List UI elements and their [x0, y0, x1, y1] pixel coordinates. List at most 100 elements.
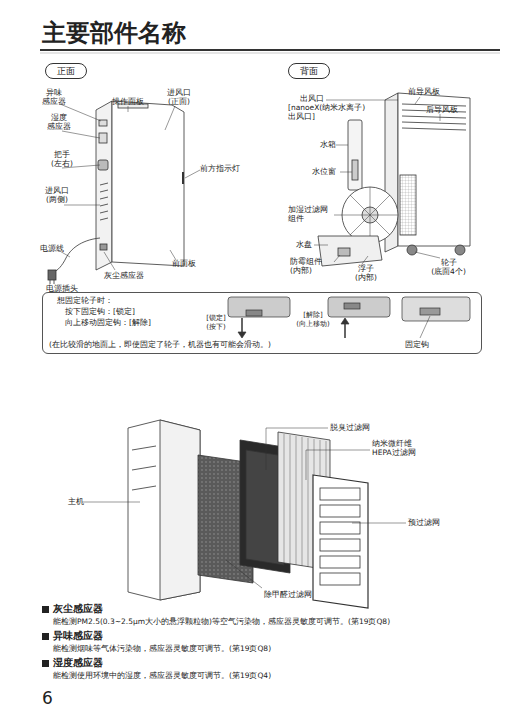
part-name: 除甲醛过滤网	[264, 590, 324, 599]
filter-exploded-view	[132, 466, 156, 470]
front-unit	[48, 270, 56, 280]
node-text: 正面	[46, 66, 86, 77]
wheel-hook-illustration	[228, 297, 290, 317]
wheel-hook-illustration	[344, 322, 346, 338]
part-name: [nanoeX(纳米水离子) 出风口]	[288, 103, 380, 122]
sensor-description: 能检测PM2.5(0.3~2.5μm大小的悬浮颗粒物)等空气污染物，感应器灵敏度…	[53, 617, 513, 626]
leader-line	[415, 97, 420, 104]
wheel-hook-illustration	[241, 318, 243, 334]
leader-line	[266, 428, 328, 470]
front-unit	[100, 197, 108, 199]
wheel-hook-illustration	[344, 303, 360, 309]
front-unit	[50, 280, 51, 284]
leader-line	[334, 255, 340, 262]
leader-line	[62, 131, 100, 138]
part-name: 异味 感应器	[40, 88, 68, 107]
back-unit	[348, 120, 362, 190]
back-unit	[455, 245, 465, 255]
page-title: 主要部件名称	[42, 18, 186, 48]
part-name: 纳米微纤维 HEPA过滤网	[372, 439, 434, 458]
part-name: 主机	[68, 497, 88, 506]
leader-line	[440, 114, 441, 121]
back-unit	[402, 128, 466, 130]
node-text: 背面	[289, 66, 329, 77]
filter-exploded-view	[320, 573, 360, 585]
back-unit	[318, 93, 470, 266]
filter-exploded-view	[320, 522, 360, 534]
sensor-description: 能检测使用环境中的湿度，感应器灵敏度可调节。(第19页Q4)	[53, 671, 513, 680]
part-name: 电源线	[40, 244, 70, 253]
front-unit	[112, 101, 184, 266]
leader-line	[128, 106, 129, 112]
back-unit	[338, 248, 350, 256]
leader-line	[165, 106, 175, 130]
wheel-hook-illustration	[238, 332, 246, 338]
wheel-hook-illustration	[246, 310, 262, 316]
front-unit	[100, 211, 108, 213]
sensor-heading: 灰尘感应器	[53, 603, 153, 616]
front-unit	[99, 133, 107, 143]
filter-exploded-view	[313, 475, 368, 608]
node-text: (在比较滑的地面上，即使固定了轮子，机器也有可能会滑动。)	[49, 340, 389, 349]
title-rule	[40, 49, 500, 51]
note-box: 想固定轮子时： 按下固定钩：[锁定] 向上移动固定钩：[解除][锁定] (按下) [解…	[42, 292, 482, 354]
part-name: 加湿过滤网 组件	[288, 205, 333, 224]
leader-line	[185, 170, 200, 178]
part-name: 湿度 感应器	[45, 113, 73, 132]
filter-exploded-view	[320, 539, 360, 551]
leader-line	[362, 256, 368, 264]
bullet-square	[42, 660, 49, 667]
part-name: 进风口 (两侧)	[42, 186, 72, 205]
leader-line	[336, 145, 348, 146]
back-unit	[342, 187, 398, 243]
bullet-square	[42, 633, 49, 640]
part-name: 水位窗	[312, 167, 342, 176]
leader-line	[340, 172, 352, 173]
leader-line	[82, 428, 406, 588]
node-text: [解除] (向上移动)	[291, 311, 335, 329]
leader-line	[104, 252, 115, 270]
wheel-hook-illustration	[420, 316, 430, 338]
part-name: 防霉组件 (内部)	[290, 257, 335, 276]
leader-line	[326, 100, 398, 101]
front-unit	[100, 204, 108, 206]
back-unit	[407, 245, 417, 255]
part-name: 浮子 (内部)	[346, 264, 386, 283]
filter-exploded-view	[320, 488, 360, 500]
part-name: 水箱	[320, 140, 340, 149]
filter-exploded-view	[132, 486, 156, 490]
node-text: 按下固定钩：[锁定]	[65, 307, 225, 316]
leader-line	[314, 97, 440, 264]
sensor-heading: 异味感应器	[53, 630, 153, 643]
part-name: 前方指示灯	[200, 164, 250, 173]
front-unit	[100, 183, 108, 185]
leader-line	[314, 245, 328, 246]
filter-exploded-view	[128, 420, 368, 608]
back-unit	[402, 122, 466, 124]
back-unit	[402, 116, 466, 118]
part-name: 预过滤网	[408, 518, 458, 527]
node-text: 想固定轮子时：	[57, 296, 217, 305]
front-unit	[100, 218, 108, 220]
filter-exploded-view	[160, 420, 200, 600]
filter-exploded-view	[132, 446, 156, 450]
leader-line	[64, 205, 100, 206]
part-name: 水盘	[296, 240, 316, 249]
wheel-hook-illustration	[402, 297, 470, 321]
leader-line	[334, 215, 342, 216]
node-text: [锁定] (按下)	[201, 314, 231, 332]
leader-line	[352, 523, 406, 524]
node-text: 向上移动固定钩：[解除]	[65, 318, 225, 327]
part-name: 后导风板	[426, 105, 466, 114]
bullet-square	[42, 606, 49, 613]
title-rule	[40, 53, 500, 54]
back-unit	[400, 175, 416, 235]
page-number: 6	[42, 688, 72, 709]
back-unit	[318, 236, 382, 266]
back-unit	[398, 93, 470, 246]
part-name: 前面板	[172, 259, 202, 268]
front-unit	[54, 280, 55, 284]
leader-line	[58, 104, 200, 270]
sensor-heading: 湿度感应器	[53, 657, 153, 670]
